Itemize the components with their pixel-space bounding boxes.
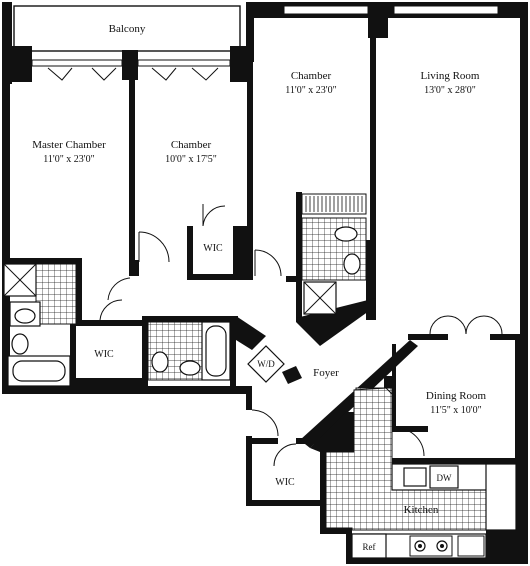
- master-chamber-label: Master Chamber: [32, 139, 106, 151]
- chamber-1-dims: 10'0" x 17'5": [165, 154, 217, 165]
- dining-room-label: Dining Room: [426, 390, 487, 402]
- foyer-label: Foyer: [313, 367, 339, 379]
- living-room-dims: 13'0" x 28'0": [424, 85, 476, 96]
- dining-room-dims: 11'5" x 10'0": [430, 405, 481, 416]
- dishwasher-label: DW: [437, 473, 452, 483]
- doors: [47, 67, 503, 467]
- room-labels: Balcony Master Chamber 11'0" x 23'0" Cha…: [32, 23, 486, 552]
- sink-icon: [14, 308, 36, 324]
- chamber-1-label: Chamber: [171, 139, 212, 151]
- toilet-icon: [11, 333, 29, 355]
- living-room-label: Living Room: [421, 70, 480, 82]
- toilet-icon: [151, 351, 169, 373]
- wic-chamber-label: WIC: [203, 243, 223, 254]
- kitchen: [325, 387, 517, 559]
- master-chamber-dims: 11'0" x 23'0": [43, 154, 94, 165]
- wic-foyer-label: WIC: [275, 477, 295, 488]
- chamber-2-label: Chamber: [291, 70, 332, 82]
- chamber-bath: [301, 193, 367, 315]
- master-bath: [3, 263, 77, 387]
- refrigerator: [351, 533, 387, 559]
- dishwasher: [429, 465, 459, 489]
- sink-icon: [334, 226, 358, 242]
- chamber-2-dims: 11'0" x 23'0": [285, 85, 336, 96]
- wic-master-label: WIC: [94, 349, 114, 360]
- washer-dryer: [247, 345, 302, 384]
- sink-icon: [403, 467, 427, 487]
- toilet-icon: [343, 253, 361, 275]
- kitchen-label: Kitchen: [404, 504, 439, 516]
- balcony-label: Balcony: [109, 23, 146, 35]
- hall-bath: [147, 321, 231, 381]
- refrigerator-label: Ref: [363, 542, 376, 552]
- sink-icon: [179, 360, 201, 376]
- washer-dryer-label: W/D: [257, 359, 275, 369]
